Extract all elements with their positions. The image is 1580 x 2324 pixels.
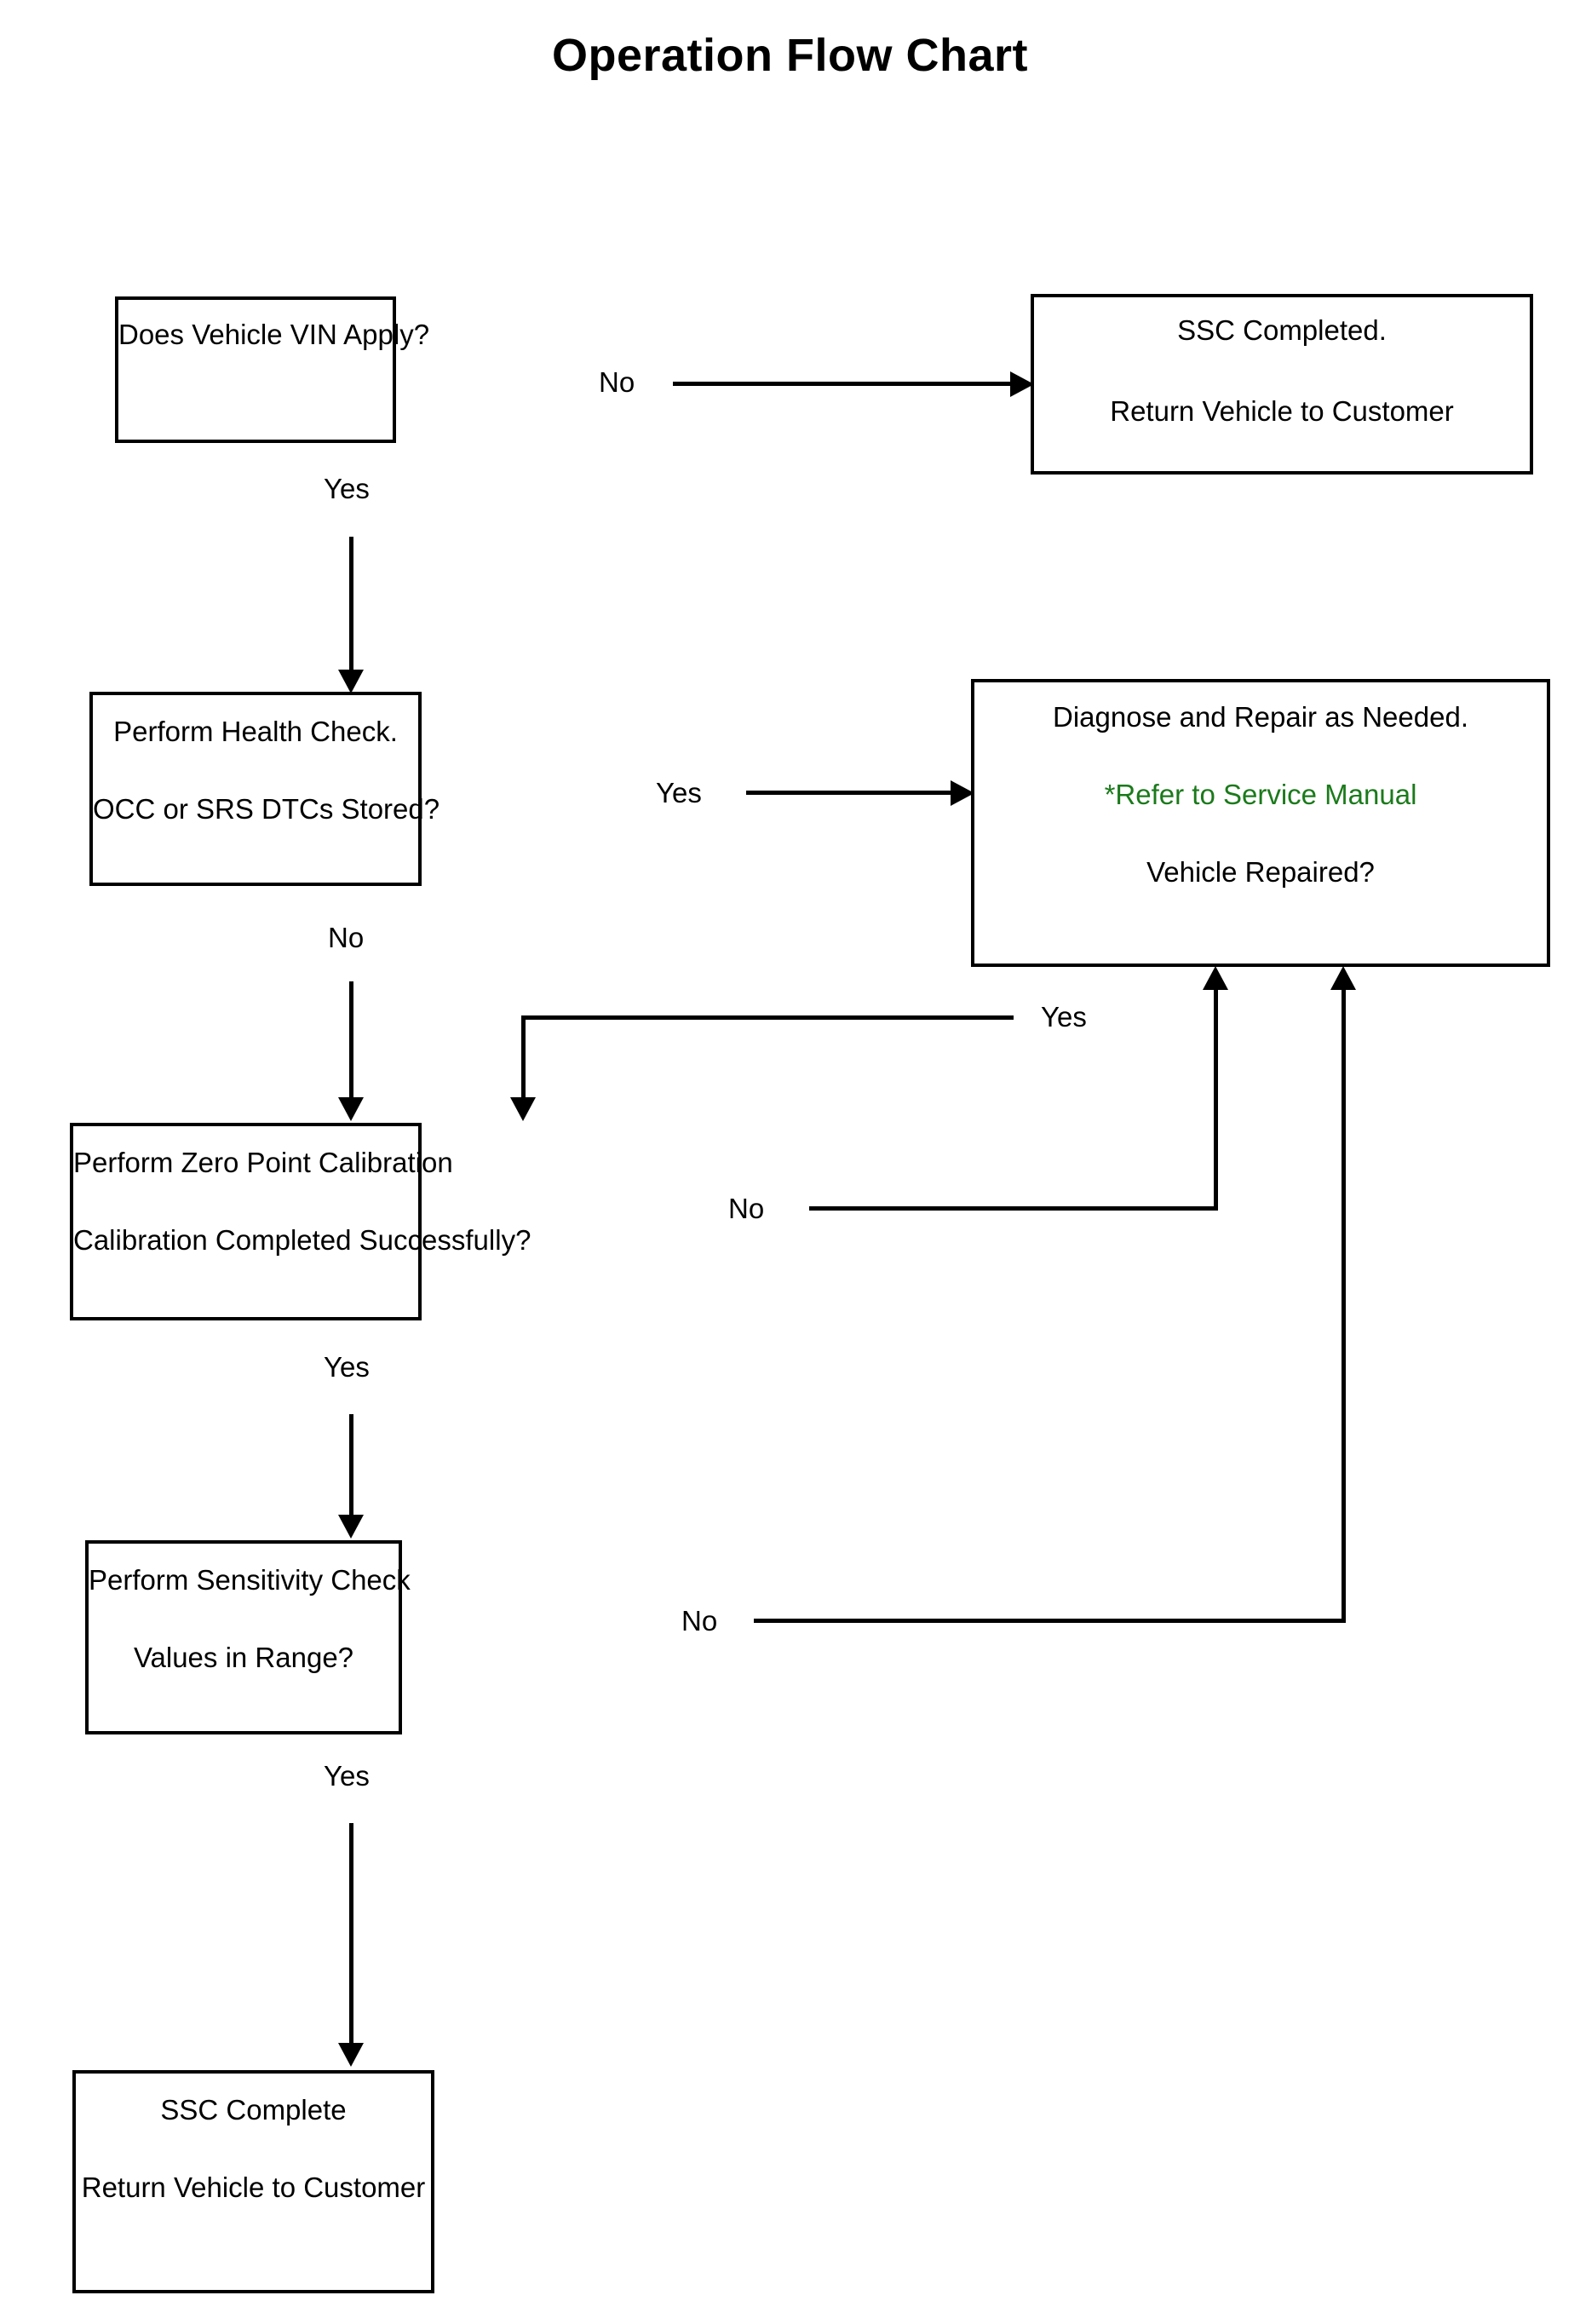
edge-label-sens-no: No bbox=[681, 1605, 718, 1637]
edge-zero-yes-arrowhead bbox=[338, 1515, 364, 1539]
node-diagnose-repair-line-3: Vehicle Repaired? bbox=[1146, 856, 1375, 888]
node-sensitivity-check[interactable]: Perform Sensitivity Check Values in Rang… bbox=[85, 1540, 411, 1734]
node-diagnose-repair[interactable]: Diagnose and Repair as Needed. *Refer to… bbox=[971, 679, 1550, 967]
edge-sens-yes-line bbox=[349, 1823, 353, 2046]
node-ssc-complete-line-2: Return Vehicle to Customer bbox=[81, 2172, 426, 2203]
edge-health-yes-arrowhead bbox=[951, 780, 974, 806]
edge-zero-no-vline bbox=[1214, 988, 1218, 1208]
node-ssc-completed-line-1: SSC Completed. bbox=[1177, 314, 1387, 346]
node-diagnose-repair-line-1: Diagnose and Repair as Needed. bbox=[1053, 701, 1468, 733]
node-sensitivity-check-line-2: Values in Range? bbox=[133, 1642, 354, 1673]
node-ssc-complete-line-1: SSC Complete bbox=[160, 2094, 347, 2126]
edge-sens-no-hline bbox=[754, 1619, 1346, 1623]
edge-vin-no-line bbox=[673, 382, 1014, 386]
node-diagnose-repair-service-manual-note: *Refer to Service Manual bbox=[1104, 779, 1417, 810]
edge-label-zero-yes: Yes bbox=[324, 1351, 370, 1383]
node-health-check[interactable]: Perform Health Check. OCC or SRS DTCs St… bbox=[89, 692, 440, 886]
edge-vin-no-arrowhead bbox=[1010, 371, 1034, 397]
edge-label-vin-no: No bbox=[599, 366, 635, 398]
node-health-check-line-1: Perform Health Check. bbox=[113, 716, 398, 747]
edge-label-sens-yes: Yes bbox=[324, 1760, 370, 1792]
node-zero-point-calibration-line-1: Perform Zero Point Calibration bbox=[73, 1147, 453, 1178]
node-sensitivity-check-line-1: Perform Sensitivity Check bbox=[89, 1564, 411, 1596]
edge-diagnose-yes-hline bbox=[521, 1015, 1014, 1020]
edge-label-health-no: No bbox=[328, 922, 365, 953]
edge-sens-no-vline bbox=[1342, 988, 1346, 1620]
node-zero-point-calibration-line-2: Calibration Completed Successfully? bbox=[73, 1224, 531, 1256]
edge-vin-yes-arrowhead bbox=[338, 670, 364, 693]
edge-label-zero-no: No bbox=[728, 1193, 765, 1224]
edge-health-yes-line bbox=[746, 791, 956, 795]
edge-zero-no-hline bbox=[809, 1206, 1218, 1211]
edge-label-vin-yes: Yes bbox=[324, 473, 370, 504]
edge-sens-no-arrowhead bbox=[1330, 966, 1356, 990]
node-vin-apply[interactable]: Does Vehicle VIN Apply? bbox=[115, 296, 430, 443]
node-health-check-line-2: OCC or SRS DTCs Stored? bbox=[93, 793, 440, 825]
edge-vin-yes-line bbox=[349, 537, 353, 673]
edge-zero-yes-line bbox=[349, 1414, 353, 1518]
node-ssc-completed[interactable]: SSC Completed. Return Vehicle to Custome… bbox=[1031, 294, 1533, 475]
node-zero-point-calibration[interactable]: Perform Zero Point Calibration Calibrati… bbox=[70, 1123, 531, 1320]
node-vin-apply-line-1: Does Vehicle VIN Apply? bbox=[118, 319, 430, 350]
edge-sens-yes-arrowhead bbox=[338, 2043, 364, 2067]
edge-diagnose-yes-arrowhead bbox=[510, 1097, 536, 1121]
edge-zero-no-arrowhead bbox=[1203, 966, 1228, 990]
node-ssc-complete[interactable]: SSC Complete Return Vehicle to Customer bbox=[72, 2070, 434, 2293]
edge-diagnose-yes-vline bbox=[521, 1015, 526, 1101]
edge-label-health-yes: Yes bbox=[656, 777, 702, 808]
edge-health-no-line bbox=[349, 981, 353, 1101]
node-ssc-completed-line-2: Return Vehicle to Customer bbox=[1110, 395, 1454, 427]
page-title: Operation Flow Chart bbox=[551, 30, 1029, 81]
edge-health-no-arrowhead bbox=[338, 1097, 364, 1121]
edge-label-diagnose-yes: Yes bbox=[1041, 1001, 1087, 1033]
